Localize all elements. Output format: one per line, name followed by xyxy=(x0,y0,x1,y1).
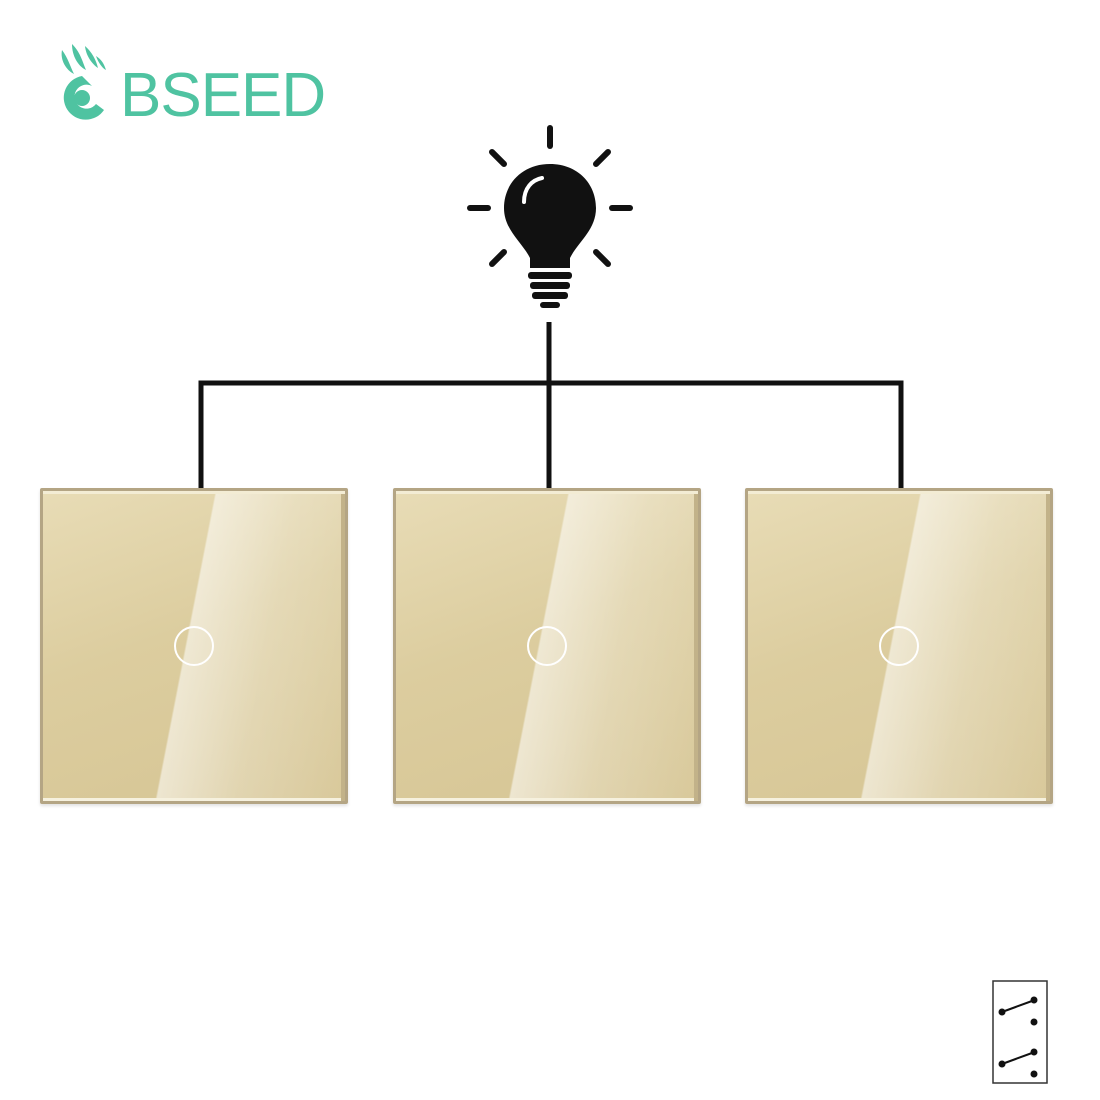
touch-switch-panel-1[interactable] xyxy=(40,488,348,804)
touch-switch-panel-2[interactable] xyxy=(393,488,701,804)
wire-right xyxy=(549,380,904,488)
touch-button[interactable] xyxy=(174,626,214,666)
three-way-switch-symbol-icon xyxy=(992,980,1048,1084)
light-bulb-icon xyxy=(467,125,633,308)
brand-emblem-icon xyxy=(61,44,106,120)
touch-button[interactable] xyxy=(879,626,919,666)
touch-switch-panel-3[interactable] xyxy=(745,488,1053,804)
touch-button[interactable] xyxy=(527,626,567,666)
wire-left xyxy=(198,380,549,488)
brand-name: BSEED xyxy=(120,61,325,130)
brand-logo: BSEED xyxy=(61,44,326,130)
